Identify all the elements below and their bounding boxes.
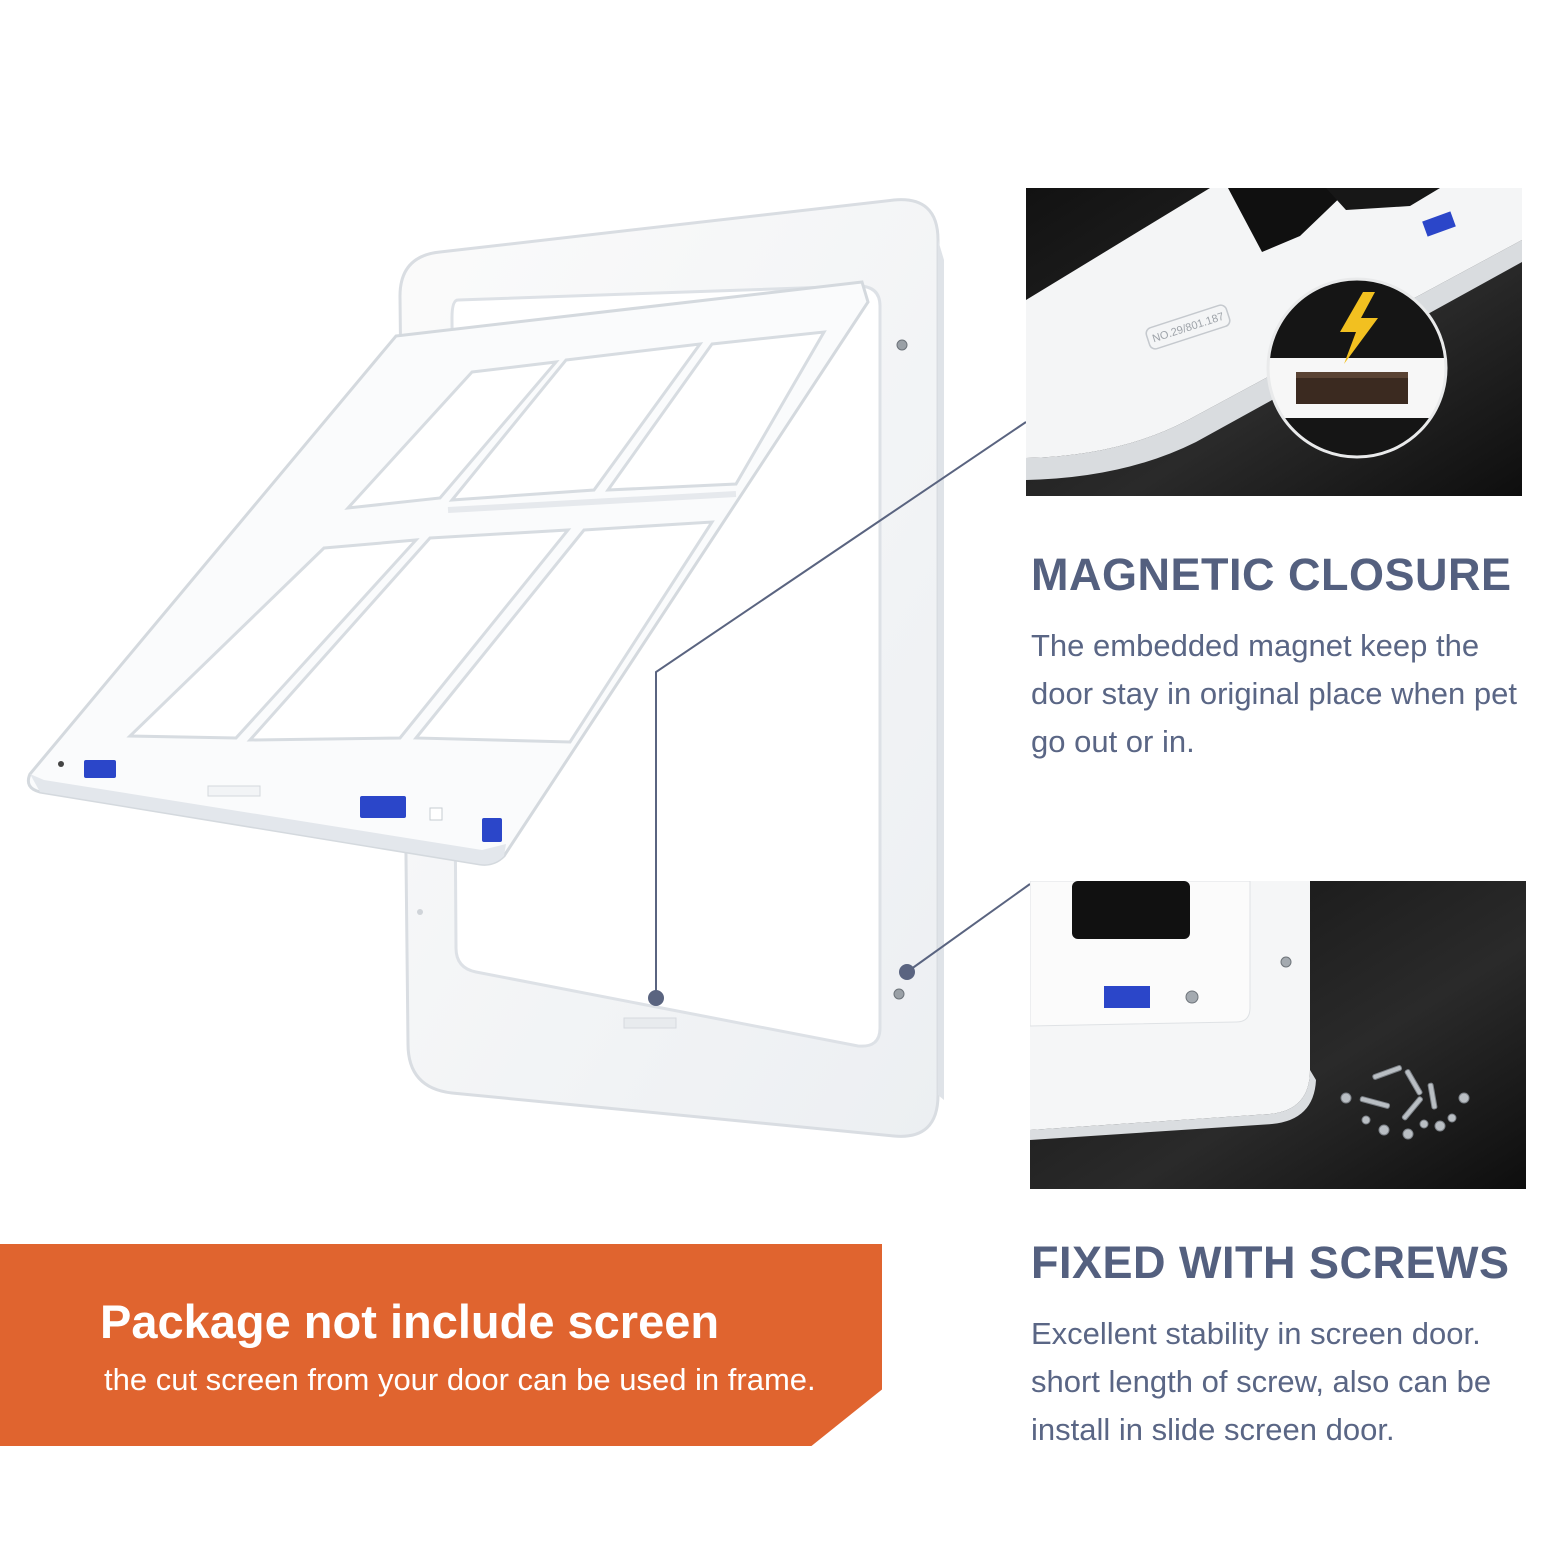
- feature-description-magnetic-closure: The embedded magnet keep the door stay i…: [1031, 622, 1517, 766]
- latch-icon: [84, 760, 116, 778]
- description-line: Excellent stability in screen door.: [1031, 1316, 1481, 1351]
- screw-icon: [1280, 956, 1292, 968]
- description-line: install in slide screen door.: [1031, 1412, 1395, 1447]
- feature-description-fixed-with-screws: Excellent stability in screen door. shor…: [1031, 1310, 1491, 1454]
- feature-title-magnetic-closure: MAGNETIC CLOSURE: [1031, 549, 1512, 600]
- screws-pile-icon: [1340, 1065, 1470, 1140]
- banner-subtitle: the cut screen from your door can be use…: [104, 1362, 816, 1397]
- screw-icon: [896, 339, 908, 351]
- door-flap: [26, 280, 870, 866]
- callout-dot: [899, 964, 915, 980]
- magnet-zoom-circle: [1266, 277, 1448, 459]
- feature-title-fixed-with-screws: FIXED WITH SCREWS: [1031, 1237, 1510, 1288]
- callout-dot: [648, 990, 664, 1006]
- latch-icon: [360, 796, 406, 818]
- description-line: door stay in original place when pet: [1031, 676, 1517, 711]
- description-line: The embedded magnet keep the: [1031, 628, 1480, 663]
- inset-screws-photo: [1030, 881, 1526, 1189]
- screw-icon: [1185, 990, 1199, 1004]
- lightning-bolt-icon: [1340, 292, 1378, 364]
- screw-icon: [893, 988, 905, 1000]
- package-notice-banner: Package not include screen the cut scree…: [0, 1244, 882, 1446]
- description-line: go out or in.: [1031, 724, 1195, 759]
- banner-title: Package not include screen: [100, 1295, 720, 1348]
- description-line: short length of screw, also can be: [1031, 1364, 1492, 1399]
- latch-icon: [482, 818, 502, 842]
- callout-lines: [655, 421, 1031, 998]
